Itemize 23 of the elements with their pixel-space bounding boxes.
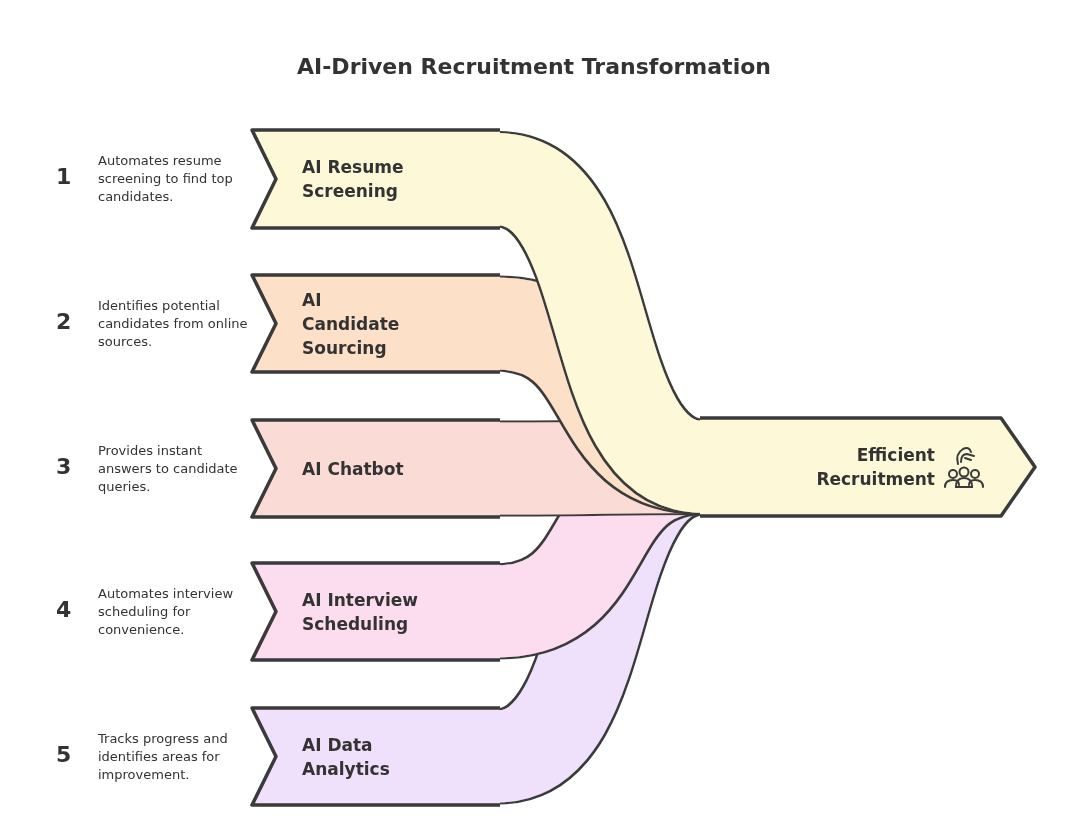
step-description: Provides instant answers to candidate queries.	[98, 441, 239, 496]
result-arrow	[700, 418, 1035, 516]
chevron-band	[252, 420, 500, 517]
step-description: Identifies potential candidates from online sources.	[98, 296, 249, 351]
step-label: AI Interview Scheduling	[302, 588, 419, 636]
step-label: Efficient Recruitment	[815, 444, 935, 491]
step-description: Automates interview scheduling for convenience.	[98, 584, 235, 639]
step-number: 4	[56, 596, 72, 622]
step-label: AI Chatbot	[302, 457, 405, 481]
step-number: 2	[56, 308, 72, 334]
step-label: AI Resume Screening	[302, 156, 405, 203]
step-number: 3	[56, 453, 72, 479]
step-number: 5	[56, 741, 72, 767]
chevron-band	[252, 130, 500, 228]
chevron-band	[252, 563, 500, 660]
diagram-title: AI-Driven Recruitment Transformation	[296, 54, 772, 79]
step-label: AI Candidate Sourcing	[302, 288, 401, 360]
step-description: Tracks progress and identifies areas for improvement.	[98, 729, 229, 784]
chevron-band	[252, 708, 500, 805]
step-description: Automates resume screening to find top candidates.	[98, 152, 234, 206]
chevron-band	[252, 275, 500, 372]
step-label: AI Data Analytics	[302, 733, 391, 781]
step-number: 1	[56, 164, 72, 189]
